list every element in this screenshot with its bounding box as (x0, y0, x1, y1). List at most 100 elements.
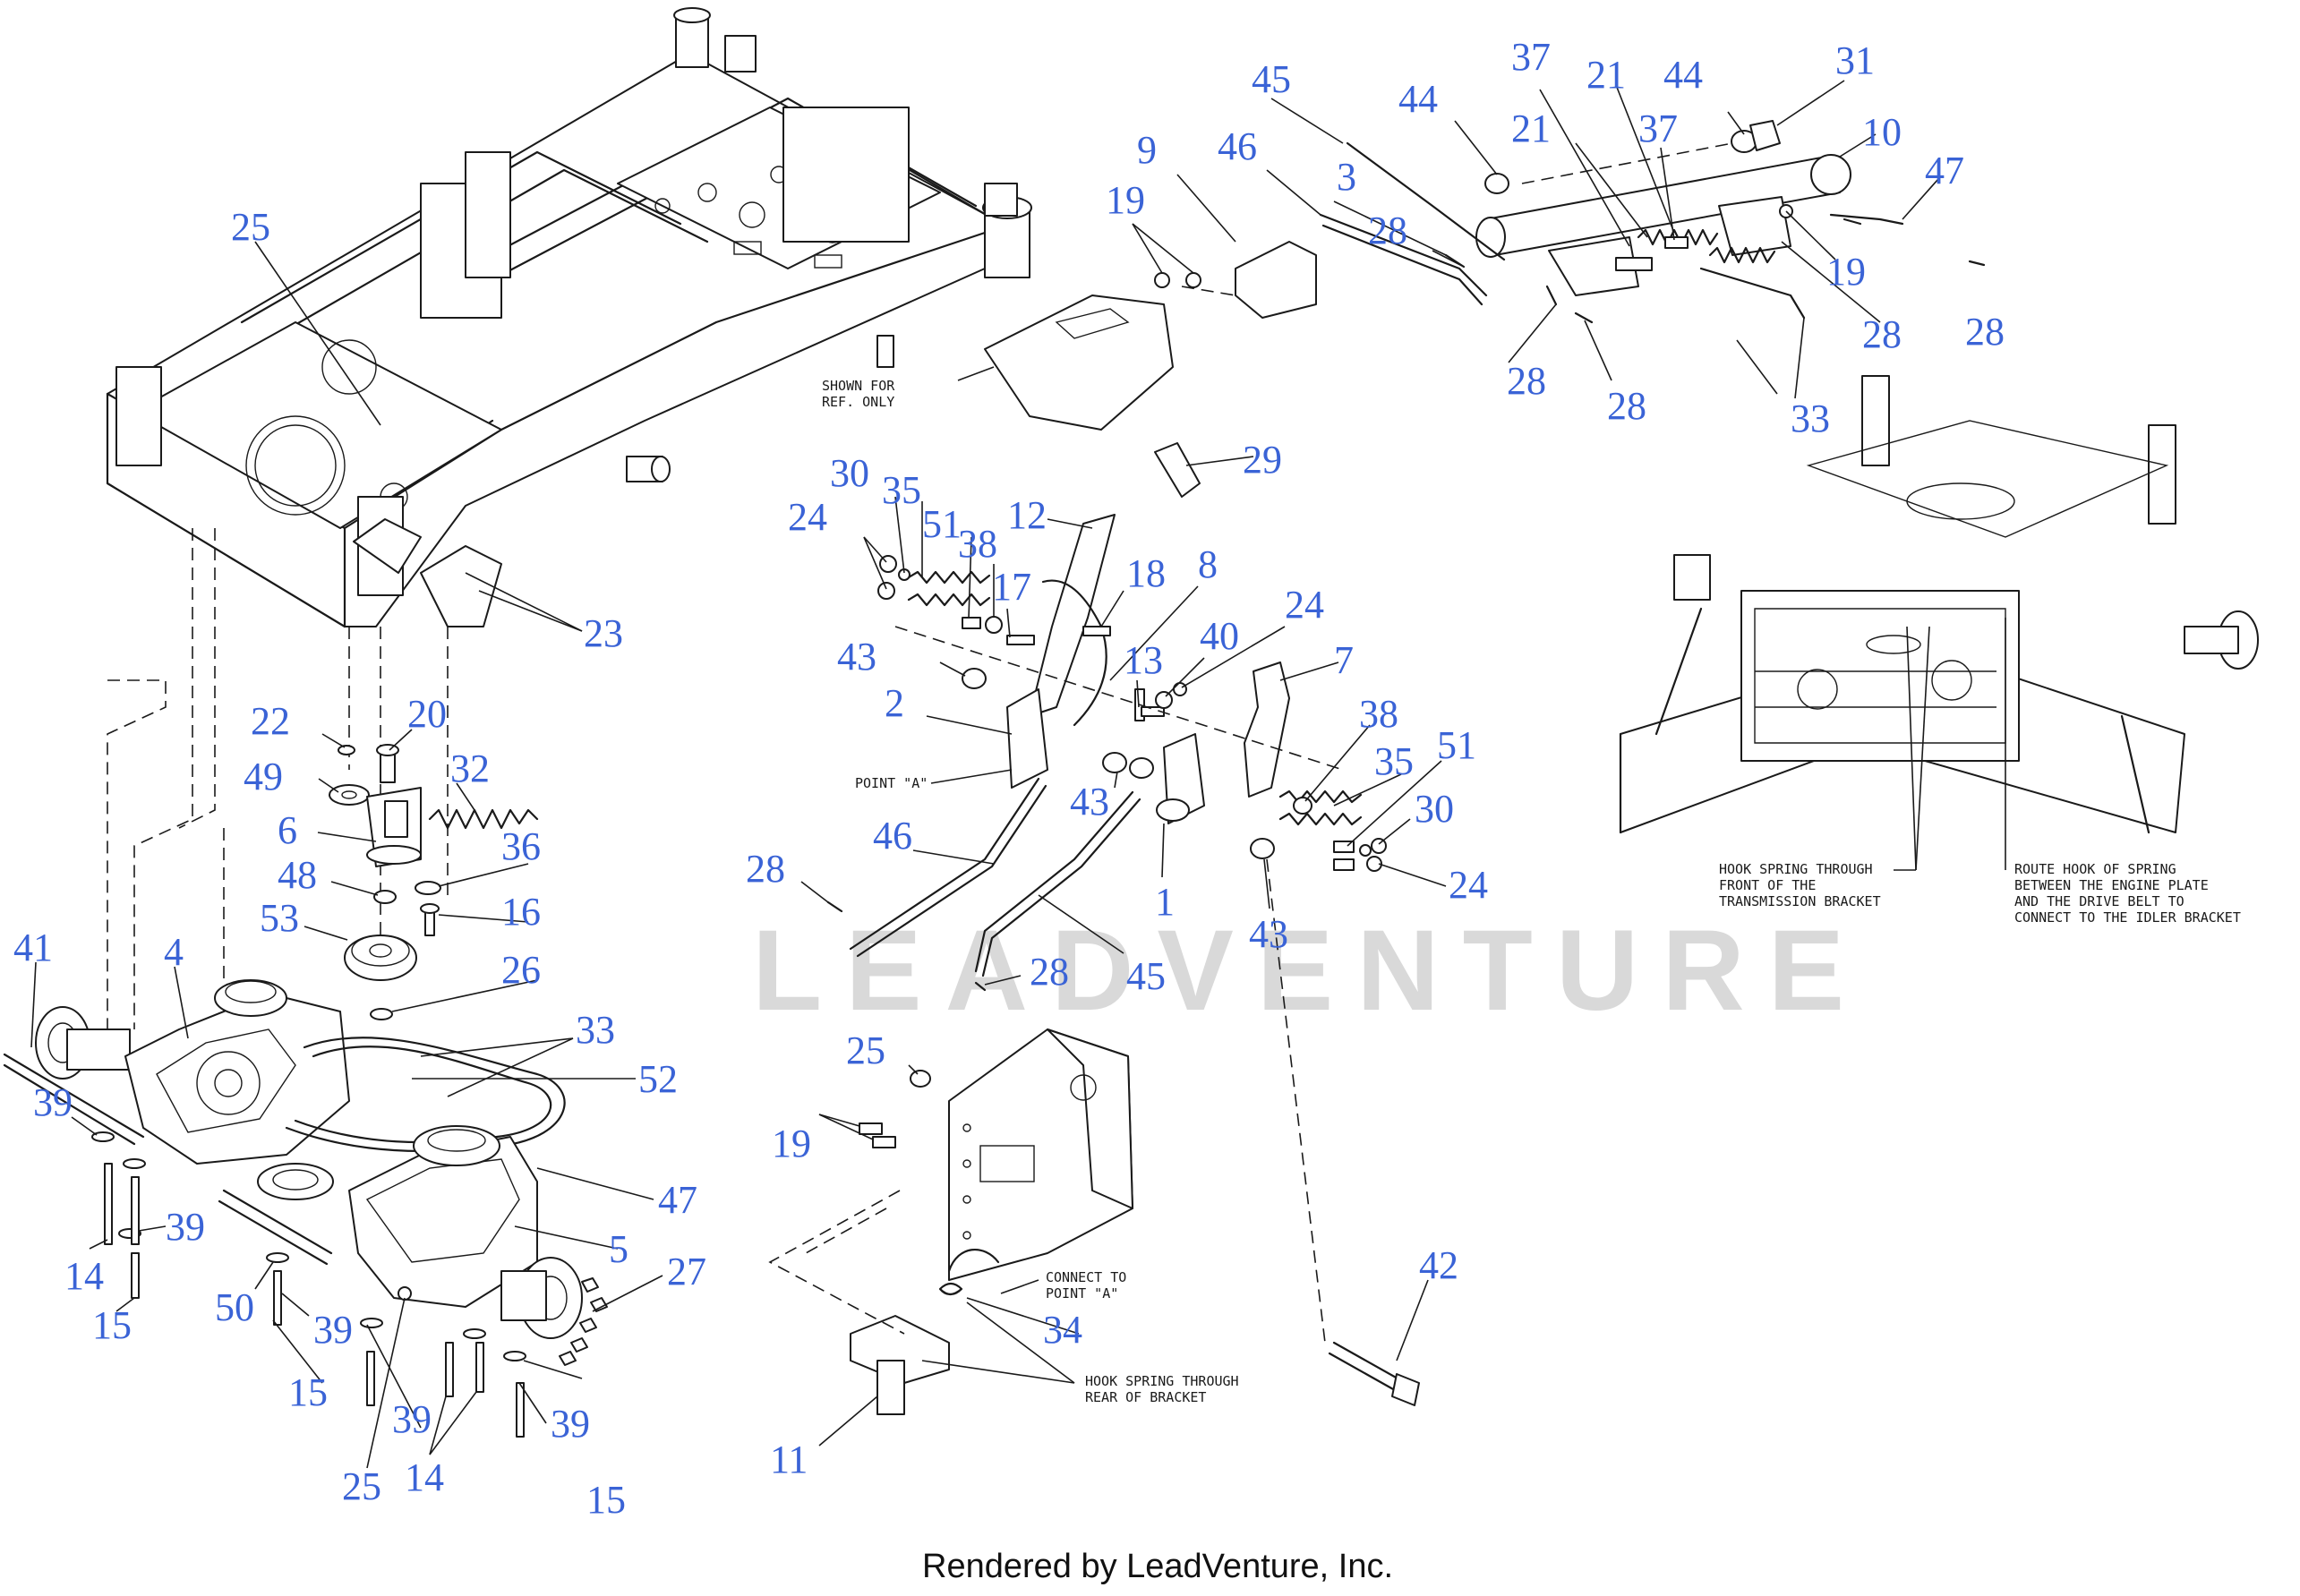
callout-31: 31 (1835, 38, 1875, 82)
callout-28: 28 (1030, 950, 1069, 994)
callout-34: 34 (1043, 1308, 1082, 1352)
callout-24: 24 (788, 495, 827, 539)
callout-14: 14 (64, 1254, 104, 1298)
note-route-line3: AND THE DRIVE BELT TO (2014, 893, 2185, 909)
watermark-text: LEADVENTURE (752, 907, 1868, 1035)
callout-47: 47 (1925, 149, 1964, 192)
callout-33: 33 (576, 1008, 615, 1052)
callout-40: 40 (1200, 614, 1239, 658)
callout-14: 14 (405, 1455, 444, 1499)
callout-30: 30 (1415, 787, 1454, 831)
callout-53: 53 (260, 896, 299, 940)
note-hook-rear-line1: HOOK SPRING THROUGH (1085, 1373, 1239, 1389)
callout-2: 2 (885, 681, 904, 725)
callout-39: 39 (33, 1080, 73, 1124)
callout-47: 47 (658, 1178, 697, 1222)
callout-37: 37 (1511, 35, 1551, 79)
callout-39: 39 (551, 1402, 590, 1446)
callout-30: 30 (830, 451, 869, 495)
idler-parts (329, 744, 539, 1020)
reference-view (1619, 375, 2259, 834)
callout-20: 20 (407, 692, 447, 736)
callout-38: 38 (1359, 692, 1398, 736)
note-hook-rear-line2: REAR OF BRACKET (1085, 1389, 1206, 1405)
lower-bracket-assembly (768, 1028, 1420, 1415)
callout-19: 19 (1106, 178, 1145, 222)
callout-29: 29 (1243, 438, 1282, 482)
callout-33: 33 (1791, 397, 1830, 440)
note-hook-front-line1: HOOK SPRING THROUGH (1719, 861, 1873, 877)
callout-26: 26 (501, 948, 541, 992)
callout-21: 21 (1586, 53, 1626, 97)
callout-25: 25 (231, 205, 270, 249)
callout-44: 44 (1398, 77, 1438, 121)
note-point-a: POINT "A" (855, 775, 928, 791)
callout-3: 3 (1337, 155, 1356, 199)
callout-39: 39 (166, 1205, 205, 1249)
transmission-assembly (3, 979, 608, 1438)
callout-45: 45 (1126, 954, 1166, 998)
callout-28: 28 (1862, 312, 1902, 356)
callout-15: 15 (92, 1303, 132, 1347)
callout-37: 37 (1638, 107, 1678, 150)
callout-48: 48 (278, 853, 317, 897)
callout-23: 23 (584, 611, 623, 655)
callout-43: 43 (837, 635, 876, 679)
note-connect-line2: POINT "A" (1046, 1285, 1118, 1302)
leader-lines (30, 80, 2006, 1469)
callout-51: 51 (922, 502, 962, 546)
note-route-line4: CONNECT TO THE IDLER BRACKET (2014, 909, 2241, 926)
callout-38: 38 (958, 522, 997, 566)
callout-19: 19 (772, 1122, 811, 1165)
callout-46: 46 (873, 814, 912, 858)
callout-15: 15 (288, 1370, 328, 1414)
note-ref-line1: SHOWN FOR (822, 378, 895, 394)
callout-16: 16 (501, 890, 541, 934)
callout-8: 8 (1198, 542, 1218, 586)
reference-plate (876, 294, 1201, 498)
callout-27: 27 (667, 1250, 706, 1293)
callout-28: 28 (1607, 384, 1646, 428)
callout-10: 10 (1862, 110, 1902, 154)
callout-44: 44 (1663, 53, 1703, 97)
callout-25: 25 (846, 1028, 885, 1072)
callout-43: 43 (1070, 780, 1109, 824)
note-connect-line1: CONNECT TO (1046, 1269, 1126, 1285)
note-hook-front-line3: TRANSMISSION BRACKET (1719, 893, 1881, 909)
notes: SHOWN FOR REF. ONLY POINT "A" CONNECT TO… (822, 378, 2241, 1405)
callouts: 25 23 22 20 49 32 6 36 48 16 53 26 41 4 … (13, 35, 2005, 1522)
callout-24: 24 (1285, 583, 1324, 627)
footer-credit: Rendered by LeadVenture, Inc. (922, 1548, 1393, 1585)
callout-28: 28 (1368, 209, 1407, 252)
callout-28: 28 (746, 847, 785, 891)
callout-19: 19 (1826, 250, 1866, 294)
callout-13: 13 (1124, 638, 1163, 682)
callout-7: 7 (1334, 638, 1354, 682)
callout-11: 11 (770, 1438, 808, 1481)
callout-22: 22 (251, 699, 290, 743)
callout-21: 21 (1511, 107, 1551, 150)
callout-45: 45 (1252, 57, 1291, 101)
callout-17: 17 (992, 565, 1031, 609)
callout-12: 12 (1007, 493, 1047, 537)
callout-43: 43 (1249, 912, 1288, 956)
callout-32: 32 (450, 747, 490, 790)
callout-9: 9 (1137, 128, 1157, 172)
callout-6: 6 (278, 808, 297, 852)
callout-24: 24 (1449, 863, 1488, 907)
frame-assembly (106, 7, 1032, 628)
note-ref-line2: REF. ONLY (822, 394, 894, 410)
callout-28: 28 (1507, 359, 1546, 403)
note-route-line2: BETWEEN THE ENGINE PLATE (2014, 877, 2209, 893)
callout-51: 51 (1437, 723, 1476, 767)
callout-35: 35 (1374, 739, 1414, 783)
callout-50: 50 (215, 1285, 254, 1329)
callout-42: 42 (1419, 1243, 1458, 1287)
callout-25: 25 (342, 1464, 381, 1508)
callout-35: 35 (882, 468, 921, 512)
callout-36: 36 (501, 824, 541, 868)
callout-4: 4 (164, 930, 184, 974)
callout-52: 52 (638, 1057, 678, 1101)
callout-18: 18 (1126, 551, 1166, 595)
